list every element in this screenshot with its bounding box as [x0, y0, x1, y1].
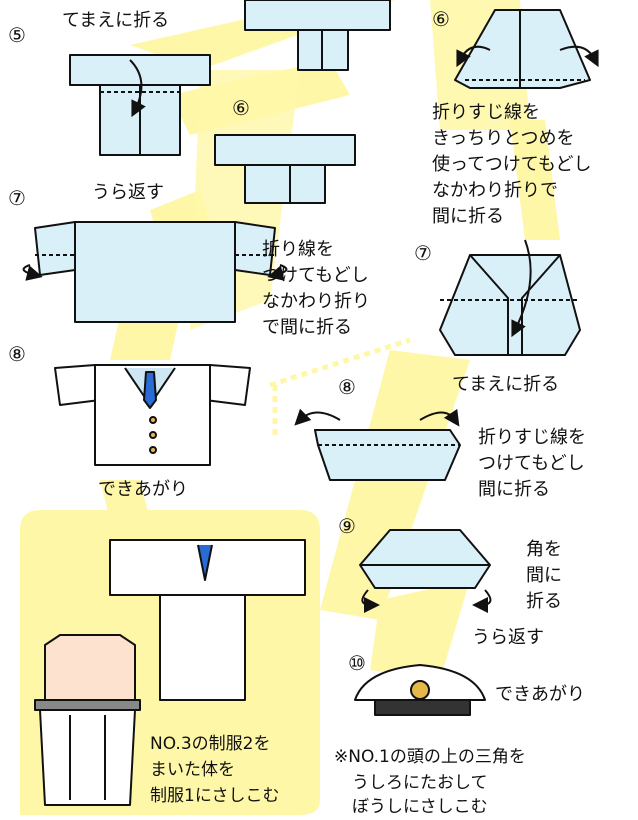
step6-figure [214, 134, 356, 204]
step7b-figure [439, 239, 581, 356]
step10-number: ⑩ [348, 651, 366, 675]
step7-note-line2: つけてもどし [262, 265, 369, 286]
step9-note-line2: 間に [526, 565, 562, 586]
step8-label: できあがり [98, 479, 188, 500]
step7b-label: てまえに折る [452, 374, 560, 395]
step7-note-line1: 折り線を [262, 239, 334, 260]
step7-note-line4: で間に折る [262, 317, 352, 338]
step9-figure [359, 529, 492, 613]
step10-flip-label: うら返す [472, 627, 544, 648]
step7-note-line3: なかわり折り [262, 291, 370, 312]
step6b-note-line2: きっちりとつめを [432, 128, 575, 149]
hat-note-line2: うしろにたおして [352, 773, 488, 793]
step8-jacket [54, 364, 251, 466]
step8-number: ⑧ [8, 342, 26, 366]
step8b-number: ⑧ [338, 375, 356, 399]
step7-flip-label: うら返す [92, 182, 164, 203]
step7b-number: ⑦ [414, 241, 432, 265]
step7-number: ⑦ [8, 186, 26, 210]
step6b-note-line3: 使ってつけてもどし [432, 154, 592, 175]
assembly-note-line3: 制服1にさしこむ [150, 786, 280, 806]
top-fragment [244, 0, 391, 71]
step7-figure [22, 221, 288, 323]
step8b-note-line2: つけてもどし [478, 453, 585, 474]
step8b-note-line1: 折りすじ線を [478, 427, 586, 448]
step10-hat [354, 664, 486, 716]
step8b-figure [294, 408, 461, 481]
step9-note-line3: 折る [526, 591, 562, 612]
step6-number: ⑥ [232, 96, 250, 120]
step9-note-line1: 角を [526, 539, 562, 560]
step5-label: てまえに折る [62, 10, 170, 31]
hat-note-line3: ぼうしにさしこむ [352, 797, 488, 817]
step6b-figure [454, 9, 599, 89]
step10-label: できあがり [495, 684, 585, 705]
step5-figure [69, 54, 211, 156]
step9-number: ⑨ [338, 514, 356, 538]
step8b-note-line3: 間に折る [478, 479, 550, 500]
assembly-figure [34, 539, 306, 806]
step6b-note-line1: 折りすじ線を [432, 102, 540, 123]
step5-number: ⑤ [8, 23, 26, 47]
assembly-note-line2: まいた体を [150, 760, 235, 780]
hat-note-line1: ※NO.1の頭の上の三角を [334, 747, 526, 767]
assembly-note-line1: NO.3の制服2を [150, 734, 271, 754]
step6b-note-line4: なかわり折りで [432, 180, 558, 201]
step6b-number: ⑥ [432, 7, 450, 31]
step6b-note-line5: 間に折る [432, 206, 504, 227]
